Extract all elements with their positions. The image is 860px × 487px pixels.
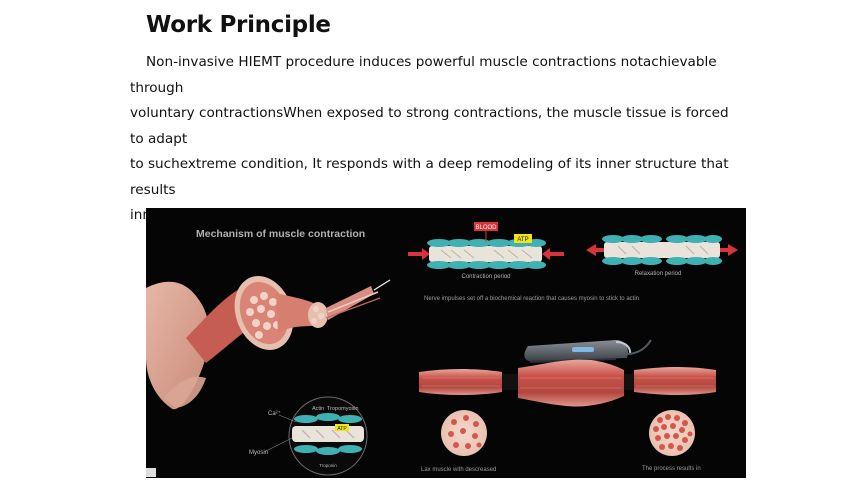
contraction-diagram: BLOOD ATP Contraction period	[408, 222, 564, 280]
result-caption: The process results in	[642, 466, 701, 472]
calcium-label: Ca²⁺	[268, 410, 281, 417]
paragraph-line-1: Non-invasive HIEMT procedure induces pow…	[130, 54, 717, 96]
atp-tag-label: ATP	[517, 237, 528, 243]
figure-illustration: Mechanism of muscle contraction	[146, 222, 738, 476]
nerve-impulse-caption: Nerve impulses set off a biochemical rea…	[424, 296, 639, 302]
atp-tag	[514, 234, 532, 243]
image-corner-marker	[146, 468, 156, 477]
myosin-label: Myosin	[249, 450, 268, 456]
lax-muscle-caption: Lax muscle with descreased	[421, 467, 496, 473]
dense-muscle-circle	[649, 410, 695, 456]
muscle-contraction-figure: Mechanism of muscle contraction	[146, 208, 746, 478]
paragraph-line-3: to suchextreme condition, It responds wi…	[130, 156, 729, 198]
relaxation-diagram: Relaxation period	[586, 235, 738, 277]
figure-heading: Mechanism of muscle contraction	[196, 228, 365, 240]
muscle-band-illustration	[419, 359, 716, 407]
right-push-arrow	[542, 248, 564, 260]
contraction-period-label: Contraction period	[461, 274, 510, 280]
paragraph-line-2: voluntary contractionsWhen exposed to st…	[130, 105, 729, 147]
document-title: Work Principle	[146, 12, 331, 38]
arm-muscle-illustration	[146, 276, 391, 410]
blood-tag-label: BLOOD	[475, 225, 497, 231]
inset-actin-label: Actin	[312, 406, 324, 412]
right-pull-arrow	[720, 244, 738, 256]
relaxation-period-label: Relaxation period	[635, 271, 682, 277]
document-paragraph: Non-invasive HIEMT procedure induces pow…	[130, 50, 740, 229]
lax-muscle-circle	[441, 410, 487, 456]
actin-myosin-inset: ATP Actin Tropomyosin Troponin	[263, 396, 368, 476]
left-pull-arrow	[586, 244, 604, 256]
inset-troponin-label: Troponin	[319, 463, 337, 468]
left-push-arrow	[408, 248, 430, 260]
blood-tag	[474, 222, 498, 231]
inset-atp-label: ATP	[337, 426, 347, 432]
inset-tropomyosin-label: Tropomyosin	[327, 406, 359, 412]
